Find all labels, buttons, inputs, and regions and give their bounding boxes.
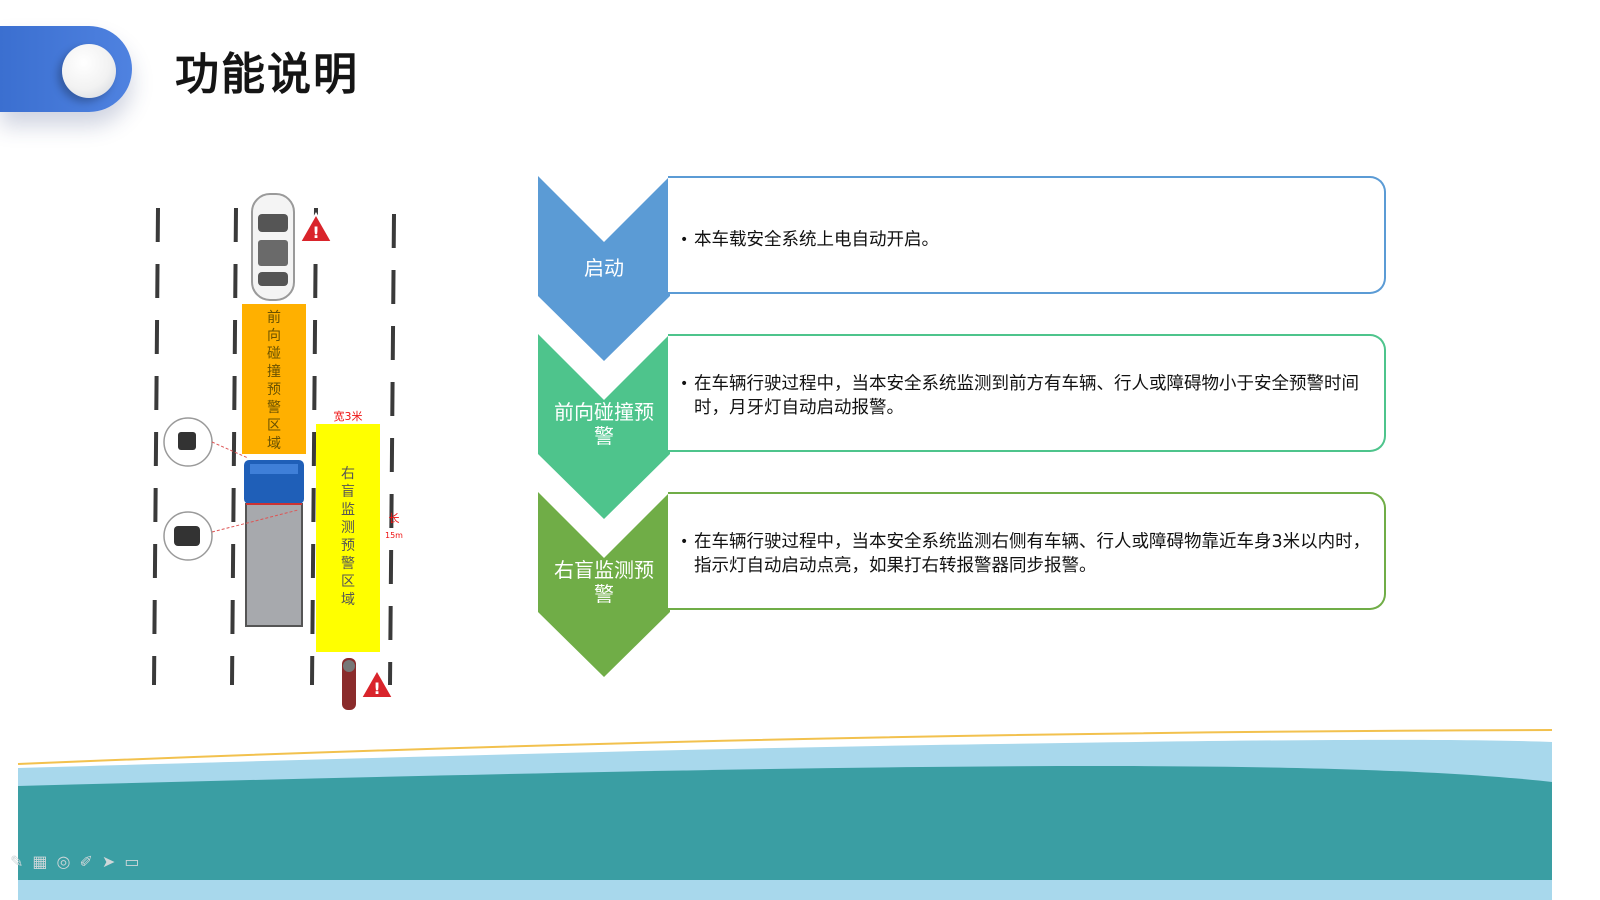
- side-camera-icon: [163, 509, 299, 561]
- bottom-wave-decoration: [17, 729, 1553, 900]
- warning-triangle-icon-bottom: !: [359, 667, 395, 699]
- forward-collision-zone: [242, 304, 306, 454]
- feature-label: 前向碰撞预警: [554, 400, 654, 448]
- feature-row-forward-collision: 前向碰撞预警 • 在车辆行驶过程中，当本安全系统监测到前方有车辆、行人或障碍物小…: [538, 334, 1390, 519]
- presenter-toolbar[interactable]: ✎▦◎✐➤▭: [10, 852, 148, 871]
- pen-icon[interactable]: ✎: [10, 852, 33, 871]
- feature-label: 右盲监测预警: [554, 558, 654, 606]
- front-car-icon: [251, 193, 295, 301]
- feature-label: 启动: [584, 256, 624, 280]
- length-note-top: 长: [389, 512, 400, 525]
- lane-lines: [152, 207, 396, 686]
- feature-text: 在车辆行驶过程中，当本安全系统监测右侧有车辆、行人或障碍物靠近车身3米以内时，指…: [694, 532, 1371, 576]
- pointer-icon[interactable]: ➤: [101, 852, 125, 871]
- page-title: 功能说明: [175, 49, 359, 100]
- feature-box: [668, 334, 1386, 452]
- warning-triangle-icon-top: !: [298, 211, 334, 243]
- forward-zone-label: 前向碰撞预警区域: [267, 309, 281, 452]
- feature-chevron: [538, 176, 670, 361]
- svg-text:!: !: [312, 223, 319, 242]
- feature-row-startup: 启动 • 本车载安全系统上电自动开启。: [538, 176, 1390, 361]
- feature-text: 本车载安全系统上电自动开启。: [694, 230, 939, 250]
- svg-text:!: !: [373, 679, 380, 698]
- bullet-icon: •: [680, 534, 689, 550]
- side-zone-label: 右盲监测预警区域: [341, 466, 355, 608]
- right-blind-zone: [316, 424, 380, 652]
- feature-row-right-blind: 右盲监测预警 • 在车辆行驶过程中，当本安全系统监测右侧有车辆、行人或障碍物靠近…: [538, 492, 1390, 677]
- feature-box: [668, 492, 1386, 610]
- motorcycle-icon: [342, 658, 356, 710]
- slides-icon[interactable]: ▦: [32, 852, 57, 871]
- truck-icon: [244, 460, 304, 627]
- road-diagram: 前向碰撞预警区域 宽3米 右盲监测预警区域 长 15m ! !: [152, 193, 403, 710]
- highlighter-icon[interactable]: ✐: [79, 852, 102, 871]
- feature-chevron: [538, 492, 670, 677]
- front-camera-icon: [163, 417, 249, 467]
- width-note: 宽3米: [334, 409, 363, 423]
- bullet-icon: •: [680, 232, 689, 248]
- feature-box: [668, 176, 1386, 294]
- screen-icon[interactable]: ▭: [124, 852, 149, 871]
- length-note-bottom: 15m: [385, 531, 403, 540]
- bullet-icon: •: [680, 376, 689, 392]
- zoom-icon[interactable]: ◎: [56, 852, 80, 871]
- feature-text: 在车辆行驶过程中，当本安全系统监测到前方有车辆、行人或障碍物小于安全预警时间时，…: [694, 374, 1359, 418]
- feature-chevron: [538, 334, 670, 519]
- title-knob-decoration: [62, 44, 116, 98]
